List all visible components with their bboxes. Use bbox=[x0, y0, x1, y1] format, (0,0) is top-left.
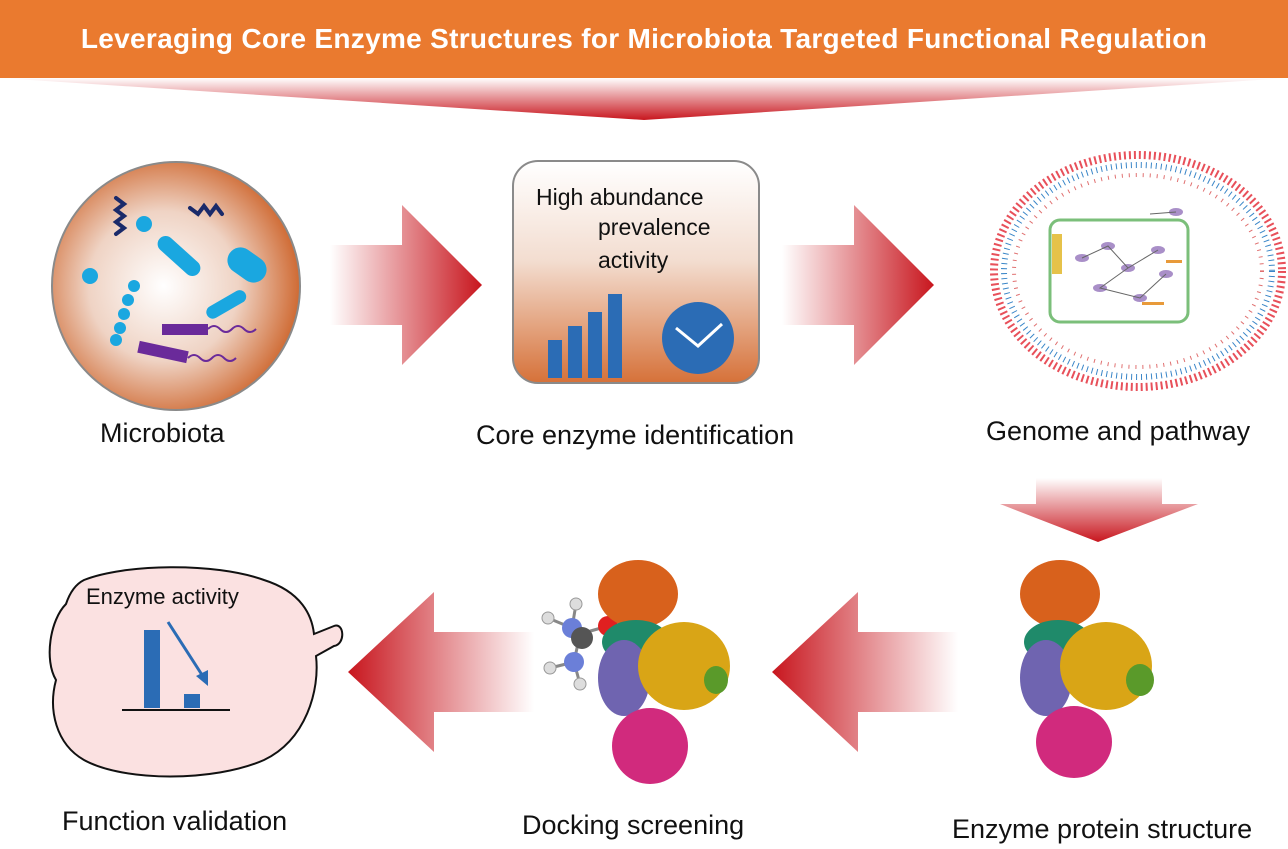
criteria-activity: activity bbox=[598, 247, 669, 273]
flow-arrow-right-1 bbox=[330, 205, 482, 365]
core-enzyme-card: High abundance prevalence activity bbox=[512, 160, 760, 384]
step-label-structure: Enzyme protein structure bbox=[952, 814, 1253, 844]
enzyme-activity-title: Enzyme activity bbox=[86, 584, 239, 609]
banner-wedge bbox=[0, 78, 1288, 120]
step-label-microbiota: Microbiota bbox=[100, 418, 225, 448]
validation-illustration bbox=[48, 566, 344, 778]
bar-chart-icon bbox=[548, 294, 622, 378]
step-label-core-enzyme: Core enzyme identification bbox=[476, 420, 795, 450]
criteria-abundance: High abundance bbox=[536, 184, 704, 210]
step-label-genome: Genome and pathway bbox=[986, 416, 1251, 446]
criteria-prevalence: prevalence bbox=[598, 214, 711, 240]
flow-arrow-down bbox=[1000, 478, 1198, 542]
microbiota-illustration bbox=[51, 161, 301, 411]
step-label-validation: Function validation bbox=[62, 806, 288, 836]
enzyme-protein-structure bbox=[1020, 560, 1154, 778]
flow-arrow-left-1 bbox=[772, 592, 958, 752]
docking-illustration bbox=[541, 560, 730, 784]
step-label-docking: Docking screening bbox=[522, 810, 745, 840]
flow-arrow-right-2 bbox=[782, 205, 934, 365]
ligand-molecule bbox=[541, 597, 618, 691]
flow-arrow-left-2 bbox=[348, 592, 534, 752]
page-title: Leveraging Core Enzyme Structures for Mi… bbox=[0, 0, 1288, 78]
genome-pathway-illustration bbox=[990, 151, 1286, 391]
clock-icon bbox=[662, 302, 734, 374]
